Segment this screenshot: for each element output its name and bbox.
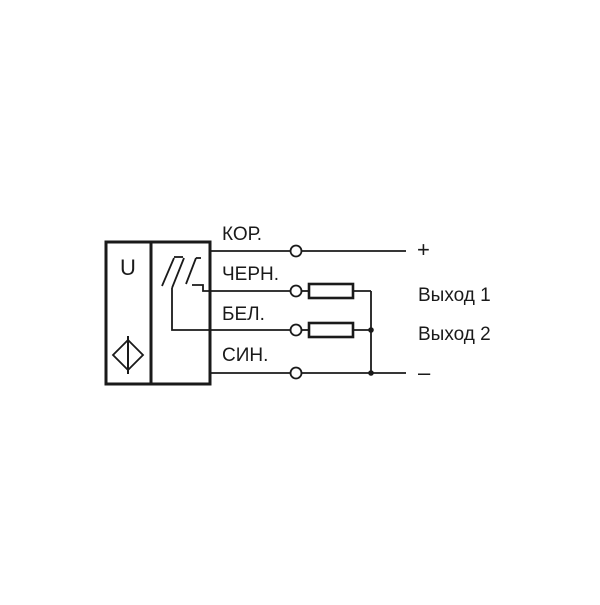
wire-label-kor: КОР.	[222, 224, 262, 245]
wire-black: ЧЕРН.	[222, 264, 371, 300]
sensing-element-icon	[111, 336, 145, 374]
wire-blue: СИН.	[210, 345, 406, 380]
wire-brown: КОР.	[210, 224, 406, 258]
wire-white-internal	[171, 288, 292, 331]
load-resistor-1	[307, 282, 355, 300]
load-return-bus	[368, 291, 374, 376]
sensor-body	[104, 240, 212, 386]
terminal-black	[289, 284, 303, 298]
junction-dot-2	[368, 370, 374, 376]
internal-wiring	[171, 284, 292, 331]
terminal-white	[289, 323, 303, 337]
supply-symbol: U	[120, 255, 136, 280]
load-resistor-2	[307, 321, 355, 339]
minus-label: –	[418, 360, 431, 385]
terminal-brown	[289, 244, 303, 258]
junction-dot-1	[368, 327, 374, 333]
wire-black-internal	[192, 284, 292, 292]
wire-label-chern: ЧЕРН.	[222, 264, 279, 285]
output1-label: Выход 1	[418, 285, 491, 306]
wire-white: БЕЛ.	[222, 304, 371, 339]
wire-label-bel: БЕЛ.	[222, 304, 265, 325]
wire-label-sin: СИН.	[222, 345, 268, 366]
switch-contacts-icon	[161, 256, 201, 289]
plus-label: +	[417, 237, 430, 262]
output2-label: Выход 2	[418, 324, 491, 345]
terminal-blue	[289, 366, 303, 380]
sensor-housing	[104, 240, 212, 386]
